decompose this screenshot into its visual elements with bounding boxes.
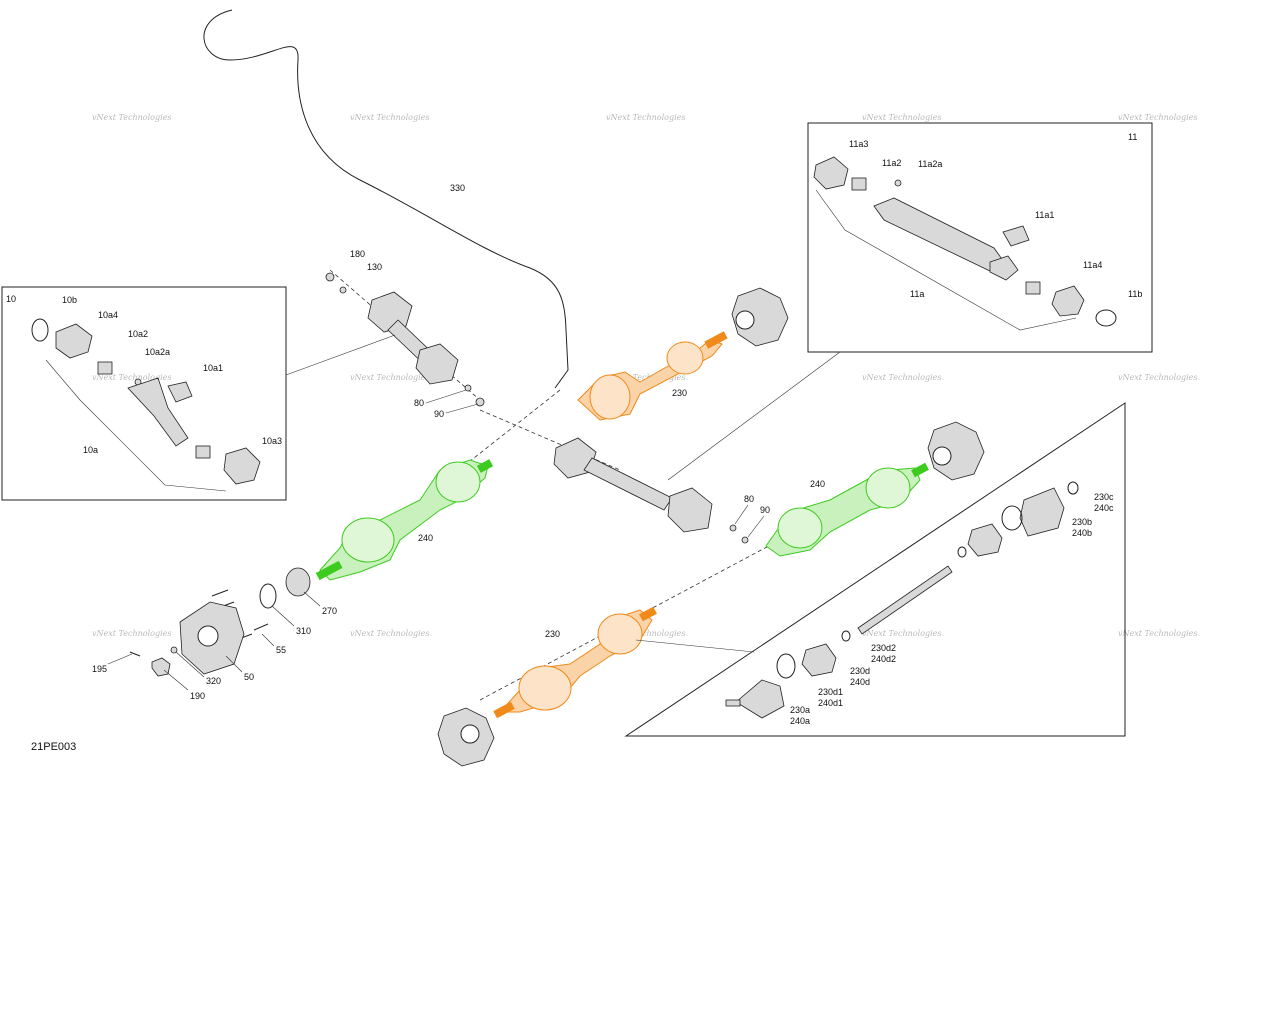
axis-line	[344, 389, 561, 561]
label-11b: 11b	[1128, 289, 1142, 299]
label-230a: 230a	[790, 705, 810, 715]
watermark: vNext Technologies	[92, 629, 171, 638]
label-11a1: 11a1	[1035, 210, 1054, 220]
label-230d: 230d	[850, 666, 870, 676]
axle-detail-parts	[725, 481, 1079, 719]
wheel-hub-right	[927, 421, 985, 481]
label-230b: 230b	[1072, 517, 1092, 527]
label-310: 310	[296, 626, 311, 636]
label-330: 330	[450, 183, 465, 193]
label-190: 190	[190, 691, 205, 701]
box-11-parts	[813, 156, 1117, 327]
watermark: vNext Technologies	[1118, 373, 1197, 382]
label-11a: 11a	[910, 289, 924, 299]
label-10a: 10a	[83, 445, 98, 455]
label-50: 50	[244, 672, 254, 682]
watermark: vNext Technologies	[92, 113, 171, 122]
label-11: 11	[1128, 132, 1137, 142]
watermark: vNext Technologies	[92, 373, 171, 382]
label-10a1: 10a1	[203, 363, 223, 373]
label-11a3: 11a3	[849, 139, 868, 149]
watermark: vNext Technologies	[1118, 629, 1197, 638]
label-80: 80	[744, 494, 754, 504]
label-11a4: 11a4	[1083, 260, 1102, 270]
label-230d2: 230d2	[871, 643, 896, 653]
watermark: vNext Technologies	[606, 373, 685, 382]
box-11	[807, 122, 1153, 353]
diagram-code: 21PE003	[31, 741, 76, 753]
watermark: vNext Technologies	[350, 373, 429, 382]
label-10a4: 10a4	[98, 310, 118, 320]
watermark: vNext Technologies	[606, 629, 685, 638]
label-240c: 240c	[1094, 503, 1114, 513]
left-hub-assembly	[129, 567, 311, 677]
label-11a2: 11a2	[882, 158, 901, 168]
label-130: 130	[367, 262, 382, 272]
label-10a2a: 10a2a	[145, 347, 170, 357]
label-240: 240	[810, 479, 825, 489]
front-axle-shaft-left	[315, 459, 494, 581]
label-195: 195	[92, 664, 107, 674]
front-axle-shaft-right	[765, 462, 929, 557]
label-230d1: 230d1	[818, 687, 843, 697]
wheel-hub-lower	[437, 707, 495, 767]
watermark: vNext Technologies	[862, 629, 941, 638]
label-90: 90	[760, 505, 770, 515]
cable-330	[203, 9, 569, 389]
middle-propshaft	[553, 437, 749, 544]
label-180: 180	[350, 249, 365, 259]
label-230: 230	[672, 388, 687, 398]
watermark: vNext Technologies	[862, 373, 941, 382]
label-240a: 240a	[790, 716, 810, 726]
watermark: vNext Technologies	[350, 629, 429, 638]
wheel-hub-upper-right	[731, 287, 789, 347]
label-10b: 10b	[62, 295, 77, 305]
watermark: vNext Technologies	[606, 113, 685, 122]
label-270: 270	[322, 606, 337, 616]
label-10: 10	[6, 294, 16, 304]
watermark: vNext Technologies	[1118, 113, 1197, 122]
watermarks: vNext Technologies vNext Technologies vN…	[92, 113, 1197, 638]
label-240d: 240d	[850, 677, 870, 687]
label-90: 90	[434, 409, 444, 419]
rear-axle-shaft-lower	[493, 606, 657, 719]
watermark: vNext Technologies	[350, 113, 429, 122]
label-240: 240	[418, 533, 433, 543]
label-240d1: 240d1	[818, 698, 843, 708]
rear-axle-shaft-upper	[577, 331, 728, 421]
label-80: 80	[414, 398, 424, 408]
watermark: vNext Technologies	[862, 113, 941, 122]
box-10	[1, 286, 287, 501]
label-10a2: 10a2	[128, 329, 148, 339]
label-55: 55	[276, 645, 286, 655]
label-230c: 230c	[1094, 492, 1114, 502]
label-240b: 240b	[1072, 528, 1092, 538]
label-11a2a: 11a2a	[918, 159, 942, 169]
label-10a3: 10a3	[262, 436, 282, 446]
upper-propshaft	[325, 272, 485, 407]
label-230: 230	[545, 629, 560, 639]
label-240d2: 240d2	[871, 654, 896, 664]
box-10-parts	[31, 318, 261, 485]
label-320: 320	[206, 676, 221, 686]
axle-detail-callout	[624, 402, 1126, 737]
